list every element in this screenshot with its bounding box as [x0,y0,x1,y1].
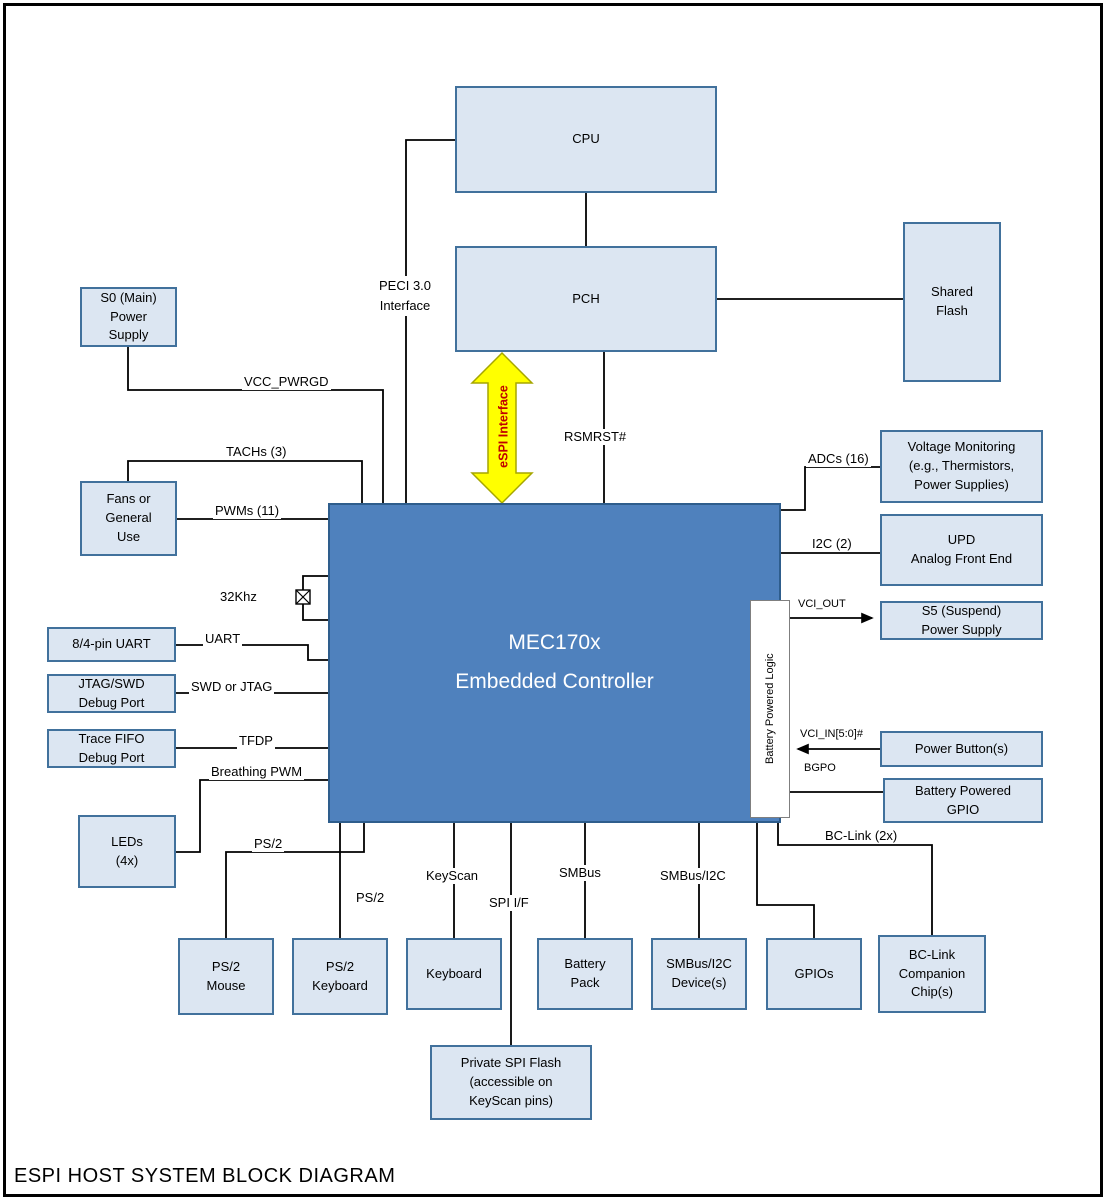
wire-peci [405,139,455,503]
block-upd-analog-front-end: UPD Analog Front End [880,514,1043,586]
wire-label-keyscan: KeyScan [424,868,481,884]
wire-uart [176,644,328,661]
block-keyboard: Keyboard [406,938,502,1010]
block-trace-fifo-debug-port: Trace FIFO Debug Port [47,729,176,768]
block-battery-pack: Battery Pack [537,938,633,1010]
wire-label-pwms: PWMs (11) [213,503,282,519]
diagram-title: ESPI HOST SYSTEM BLOCK DIAGRAM [14,1165,396,1187]
wire-gpios [756,823,815,938]
wire-label-rsmrst: RSMRST# [562,429,629,445]
wire-label-smbus: SMBus [557,865,603,881]
wire-breathing-pwm [176,779,328,853]
block-mec170x-embedded-controller: MEC170x Embedded Controller [328,503,781,823]
wire-label-spi-if: SPI I/F [487,895,531,911]
crystal-icon [295,589,311,605]
wire-label-i2c: I2C (2) [810,536,854,552]
block-voltage-monitoring: Voltage Monitoring (e.g., Thermistors, P… [880,430,1043,503]
block-power-buttons: Power Button(s) [880,731,1043,767]
wire-label-vci-out: VCI_OUT [796,598,848,612]
block-leds-4x: LEDs (4x) [78,815,176,888]
wire-tachs [127,460,363,503]
wire-bclink [777,823,933,935]
wire-label-tfdp: TFDP [237,733,275,749]
block-private-spi-flash: Private SPI Flash (accessible on KeyScan… [430,1045,592,1120]
wire-label-ps2-mouse: PS/2 [252,836,285,852]
wire-label-bclink-2x: BC-Link (2x) [823,828,900,844]
wire-vcc-pwrgd [127,347,384,503]
block-jtag-swd-debug-port: JTAG/SWD Debug Port [47,674,176,713]
block-battery-powered-gpio: Battery Powered GPIO [883,778,1043,823]
wire-label-vcc-pwrgd: VCC_PWRGD [242,374,331,390]
wire-label-smbus-i2c: SMBus/I2C [658,868,728,884]
wire-label-peci: PECI 3.0 Interface [366,276,444,317]
wire-label-espi-interface: eSPI Interface [496,385,511,468]
wire-label-breathing-pwm: Breathing PWM [209,764,305,780]
block-s5-suspend-power-supply: S5 (Suspend) Power Supply [880,601,1043,640]
block-fans-general-use: Fans or General Use [80,481,177,556]
wire-label-32khz: 32Khz [218,589,259,605]
wire-crystal-bottom [302,604,328,621]
wire-label-bgpo: BGPO [802,762,838,776]
wire-label-vci-in: VCI_IN[5:0]# [798,728,865,742]
block-cpu: CPU [455,86,717,193]
wire-ps2-mouse [225,823,365,938]
wire-adcs [781,466,880,511]
wire-label-adcs: ADCs (16) [806,451,871,467]
block-s0-main-power-supply: S0 (Main) Power Supply [80,287,177,347]
block-battery-powered-logic: Battery Powered Logic [750,600,790,818]
block-8-4-pin-uart: 8/4-pin UART [47,627,176,662]
wire-label-ps2-keyboard: PS/2 [354,890,387,906]
wire-crystal-top [302,575,328,590]
block-smbus-i2c-devices: SMBus/I2C Device(s) [651,938,747,1010]
wire-label-swd-or-jtag: SWD or JTAG [189,679,275,695]
wire-label-tachs: TACHs (3) [224,444,289,460]
block-pch: PCH [455,246,717,352]
block-ps2-keyboard: PS/2 Keyboard [292,938,388,1015]
block-gpios: GPIOs [766,938,862,1010]
block-bclink-companion-chips: BC-Link Companion Chip(s) [878,935,986,1013]
block-ps2-mouse: PS/2 Mouse [178,938,274,1015]
block-shared-flash: Shared Flash [903,222,1001,382]
wire-label-uart: UART [203,631,243,647]
